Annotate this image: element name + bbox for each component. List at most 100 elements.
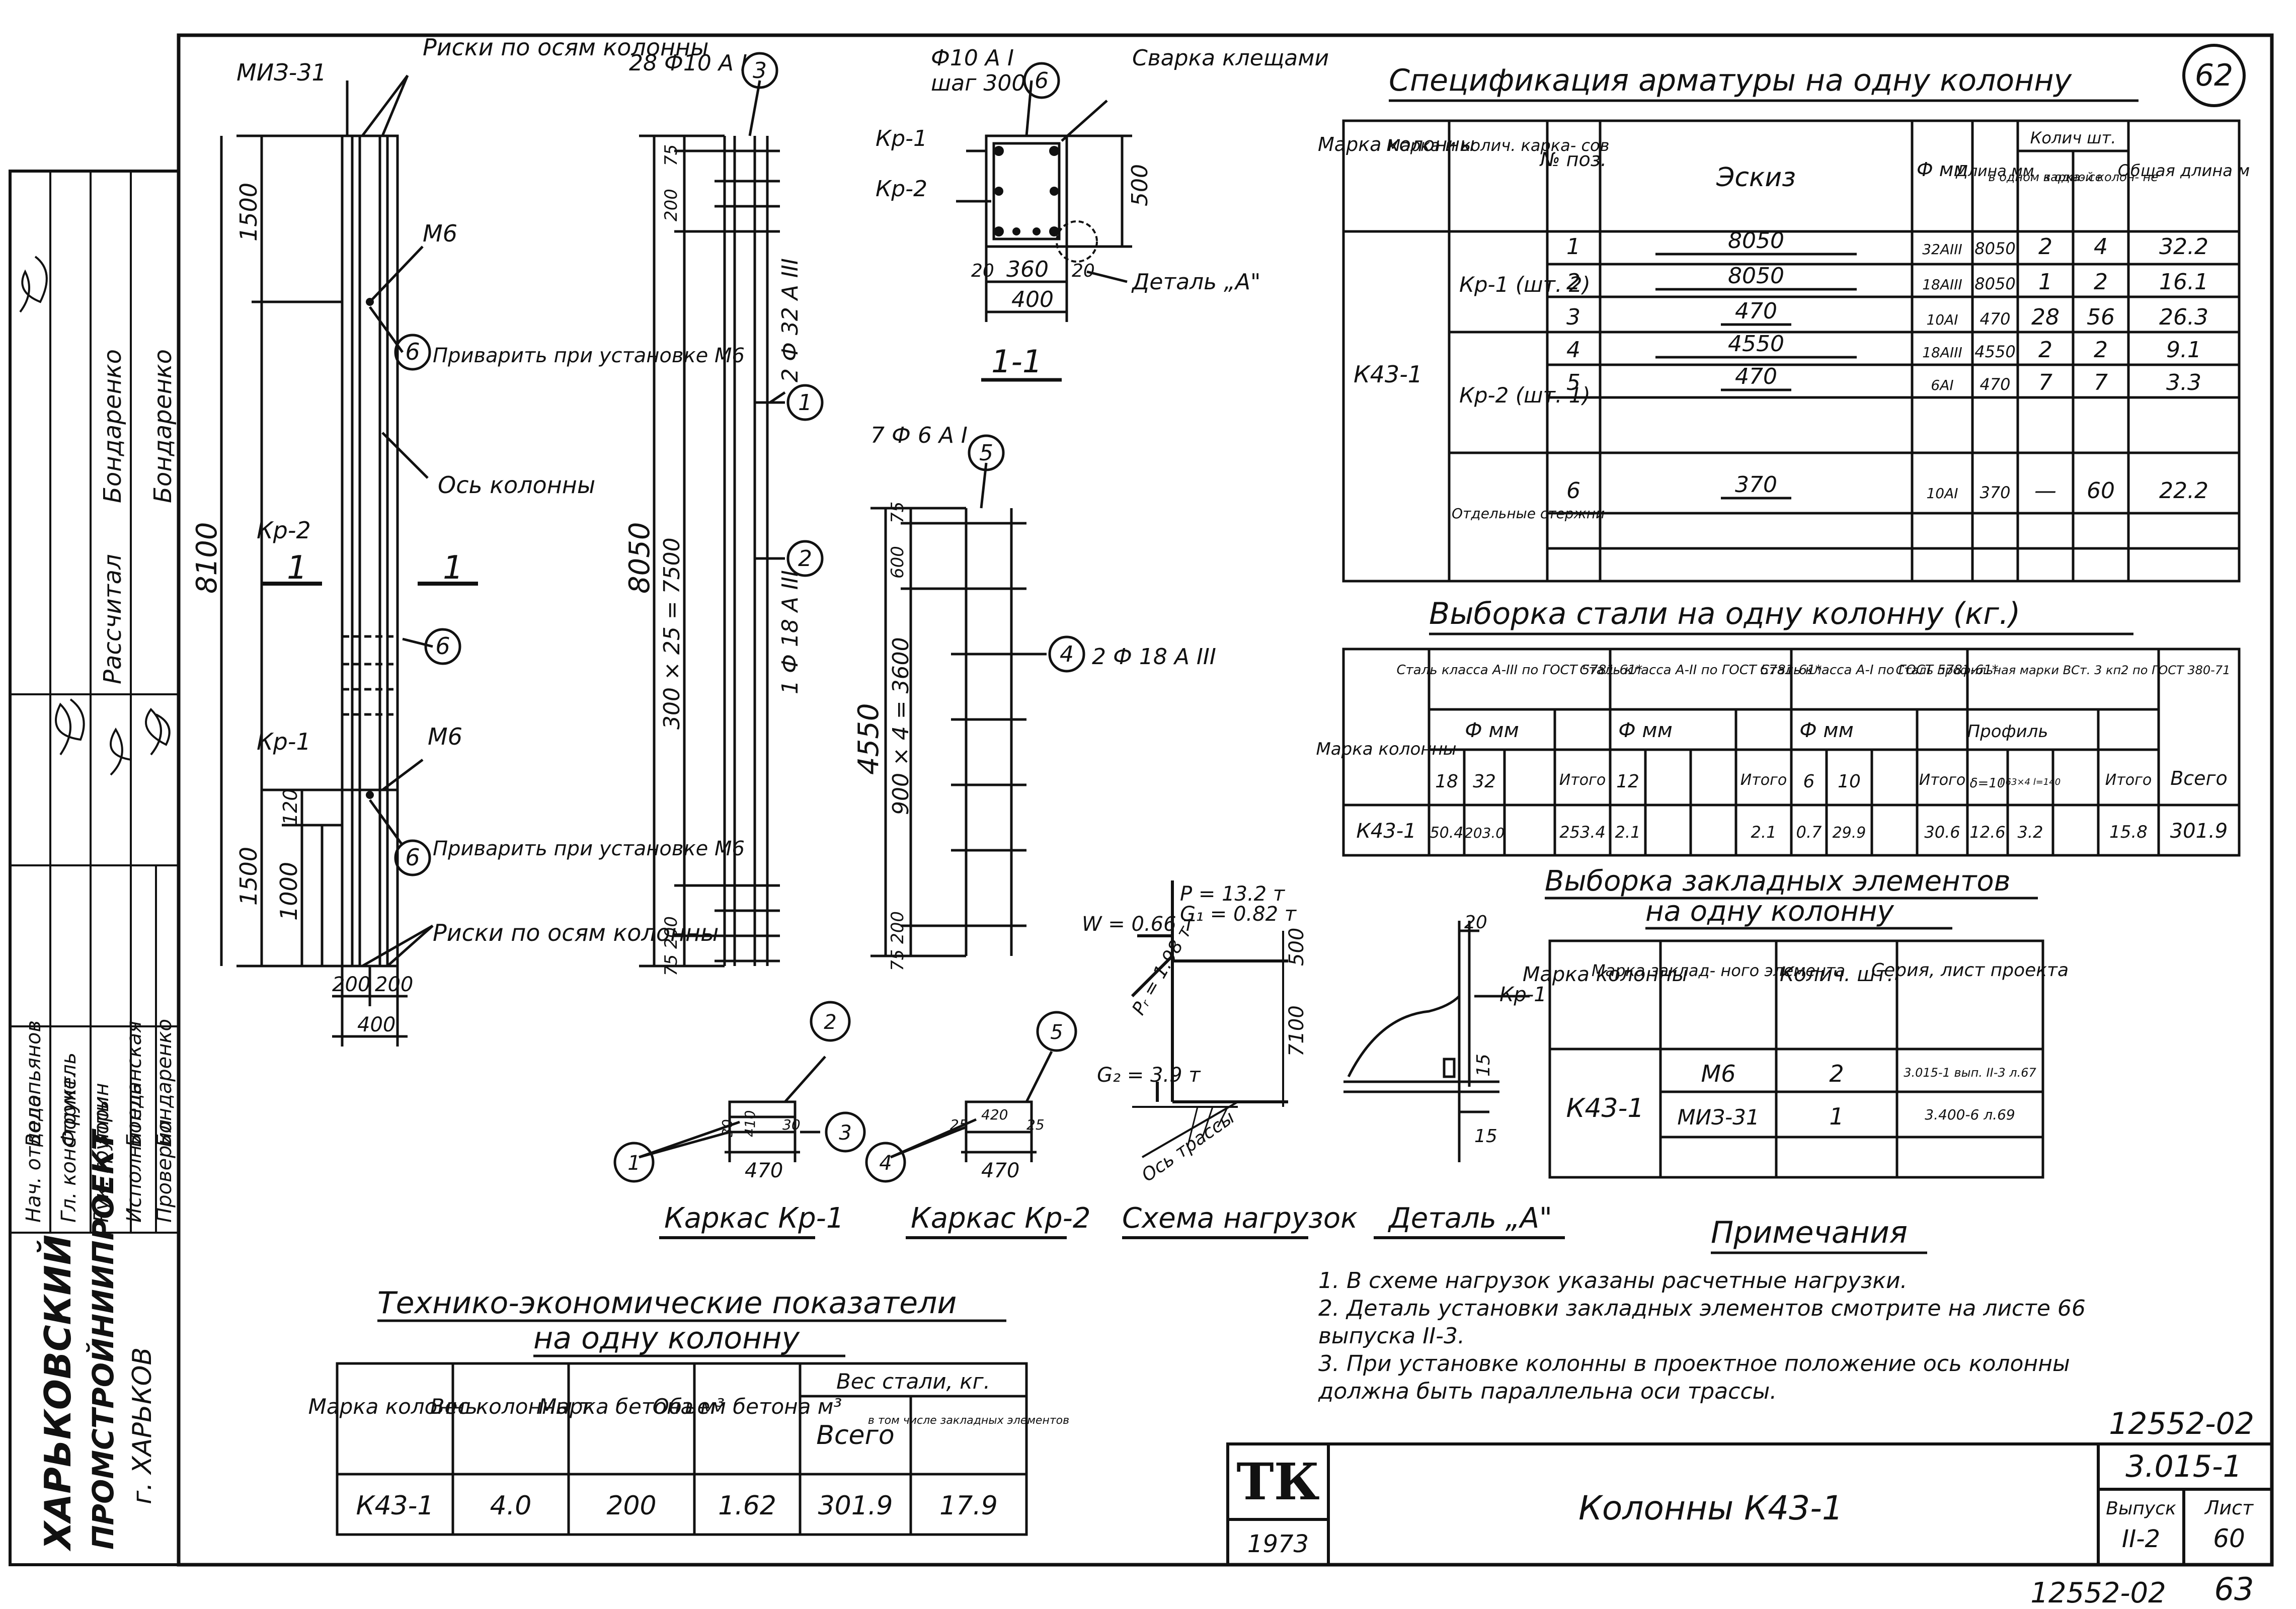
spec-cell-qn: 7 [2094, 370, 2108, 395]
dim-25a: 25 [950, 1116, 968, 1133]
sig-role: Гл. конструкт. [57, 1070, 81, 1223]
sig-role: Нач. отдела [22, 1095, 45, 1223]
spec-cell-qn: 4 [2094, 234, 2108, 260]
dim-1000: 1000 [275, 862, 302, 921]
steel-r-it3: 30.6 [1924, 823, 1960, 842]
steel-r-v32: 203.0 [1464, 825, 1505, 841]
spec-group-kr2: Кр-2 (шт. 1) [1459, 383, 1591, 408]
dim-bottom: 75 200 [888, 911, 908, 971]
spec-cell-dia: 10АI [1926, 311, 1958, 328]
steel-d10: 10 [1838, 771, 1861, 792]
mark-5: 5 [1050, 1021, 1063, 1044]
spec-h-total: Общая длина м [2118, 161, 2250, 180]
dim-15a: 15 [1473, 1054, 1494, 1077]
org-name: ХАРЬКОВСКИЙ ПРОМСТРОЙНИИПРОЕКТ г. ХАРЬКО… [37, 1128, 157, 1552]
spec-cell-len: 8050 [1974, 274, 2015, 293]
label-m6-top: М6 [423, 220, 457, 247]
tep-title2: на одну колонну [533, 1321, 801, 1356]
column-elevation: МИЗ-31 Риски по осям колонны М6 Приварит… [191, 34, 745, 1047]
tep-title1: Технико-экономические показатели [377, 1285, 957, 1321]
spec-table: Спецификация арматуры на одну колонну Ма… [1318, 63, 2250, 583]
spec-cell-len: 8050 [1974, 239, 2015, 258]
mark-4: 4 [1060, 641, 1074, 667]
dim-span: 300 × 25 = 7500 [659, 537, 685, 730]
spec-cell-len: 4550 [1974, 342, 2015, 361]
label-risks-bottom: Риски по осям колонны [433, 919, 719, 946]
load-W: W = 0.66 т [1082, 913, 1195, 936]
org-line1: ХАРЬКОВСКИЙ [37, 1235, 79, 1552]
section-kr1: Кр-1 [876, 126, 927, 151]
drawing-name: Колонны К43-1 [1578, 1489, 1843, 1527]
steel-r-all: 301.9 [2170, 820, 2228, 843]
sig-upper: Рассчитал [99, 554, 127, 684]
tep-table: Технико-экономические показатели на одну… [308, 1285, 1069, 1536]
spec-cell-qn: 2 [2094, 269, 2108, 295]
dim-200b: 200 [375, 973, 413, 996]
dim-600: 600 [888, 546, 908, 579]
sheet-in-series: 60 [2213, 1524, 2245, 1553]
dim-8050: 8050 [623, 522, 656, 594]
dim-20b: 20 [1072, 261, 1095, 281]
bar-top-label: 2 Ф 32 А III [777, 258, 803, 382]
embed-h-series: Серия, лист проекта [1871, 960, 2069, 981]
steel-pl: l 63×4 l=140 [2000, 777, 2061, 787]
mark-1: 1 [798, 390, 812, 416]
steel-h-fmm: Ф мм [1465, 719, 1519, 742]
embed-h-qty: Колич. шт. [1780, 963, 1893, 986]
detail-a-ref: Деталь „А" [1131, 269, 1260, 295]
sig-name: Бондаренко [153, 1019, 176, 1147]
notes: Примечания 1. В схеме нагрузок указаны р… [1318, 1215, 2086, 1404]
steel-h-itogo: Итого [2105, 771, 2152, 789]
steel-h-itogo: Итого [1919, 771, 1965, 789]
steel-r-v6: 0.7 [1796, 823, 1823, 842]
load-G1: G₁ = 0.82 т [1180, 903, 1297, 926]
spec-group-sep: Отдельные стержни [1452, 505, 1605, 522]
detail-a-caption: Деталь „А" [1387, 1202, 1552, 1235]
tep-r-weight: 4.0 [490, 1491, 532, 1521]
steel-h-fmm: Ф мм [1618, 719, 1673, 742]
steel-d18: 18 [1435, 771, 1458, 792]
spec-h-sketch: Эскиз [1716, 163, 1796, 193]
dim-500: 500 [1285, 928, 1308, 966]
label-m6-bottom: М6 [428, 723, 462, 750]
label-weld-top: Приварить при установке М6 [433, 344, 745, 367]
spec-cell-pos: 4 [1566, 337, 1580, 363]
sig-upper: Бондаренко [149, 349, 177, 503]
mark-2: 2 [798, 546, 812, 572]
spec-h-cage: Марка и колич. карка- сов [1387, 136, 1610, 155]
steel-h-g4: Сталь профильная марки ВСт. 3 кп2 по ГОС… [1896, 663, 2231, 677]
spec-cell-pos: 3 [1566, 304, 1580, 330]
mark-6: 6 [405, 844, 420, 871]
mark-6: 6 [435, 632, 450, 660]
steel-d6: 6 [1803, 771, 1815, 792]
steel-h-g2: Сталь класса А-II по ГОСТ 5781-61* [1579, 663, 1822, 678]
embed-h-el: Марка заклад- ного элемента [1592, 961, 1845, 980]
spec-cell-qc: 1 [2038, 269, 2052, 295]
spec-cell-sketch: 370 [1735, 472, 1777, 498]
spec-column: К43-1 [1354, 361, 1422, 388]
spec-cell-tot: 3.3 [2166, 370, 2201, 395]
steel-r-v10: 29.9 [1833, 824, 1866, 842]
spec-h-len: Длина мм [1955, 163, 2034, 180]
spec-cell-qn: 60 [2087, 478, 2115, 504]
note-2: 2. Деталь установки закладных элементов … [1318, 1296, 2086, 1321]
note-1: 1. В схеме нагрузок указаны расчетные на… [1318, 1268, 1908, 1294]
dim-span: 900 × 4 = 3600 [888, 637, 914, 815]
steel-r-p2: 3.2 [2018, 823, 2043, 842]
spec-cell-pos: 5 [1566, 370, 1580, 395]
steel-r-it1: 253.4 [1559, 823, 1606, 842]
spec-h-dia: Ф мм [1917, 158, 1968, 181]
dim-1500-bottom: 1500 [235, 847, 262, 906]
mark-1: 1 [627, 1152, 640, 1175]
sig-name: Формель [57, 1053, 81, 1147]
label-axis: Ось колонны [438, 471, 595, 499]
dim-360: 360 [1006, 257, 1049, 282]
label-miz: МИЗ-31 [236, 59, 327, 86]
page-number: 63 [2214, 1571, 2254, 1607]
spec-h-mark: Марка колонны [1318, 133, 1475, 155]
dim-7100: 7100 [1285, 1005, 1308, 1057]
spec-h-pos: № поз. [1539, 148, 1607, 171]
detail-a: 20 Кр-1 15 15 Деталь „А" [1343, 912, 1565, 1239]
section-mark-right: 1 [443, 549, 463, 587]
mark-3: 3 [839, 1121, 851, 1145]
